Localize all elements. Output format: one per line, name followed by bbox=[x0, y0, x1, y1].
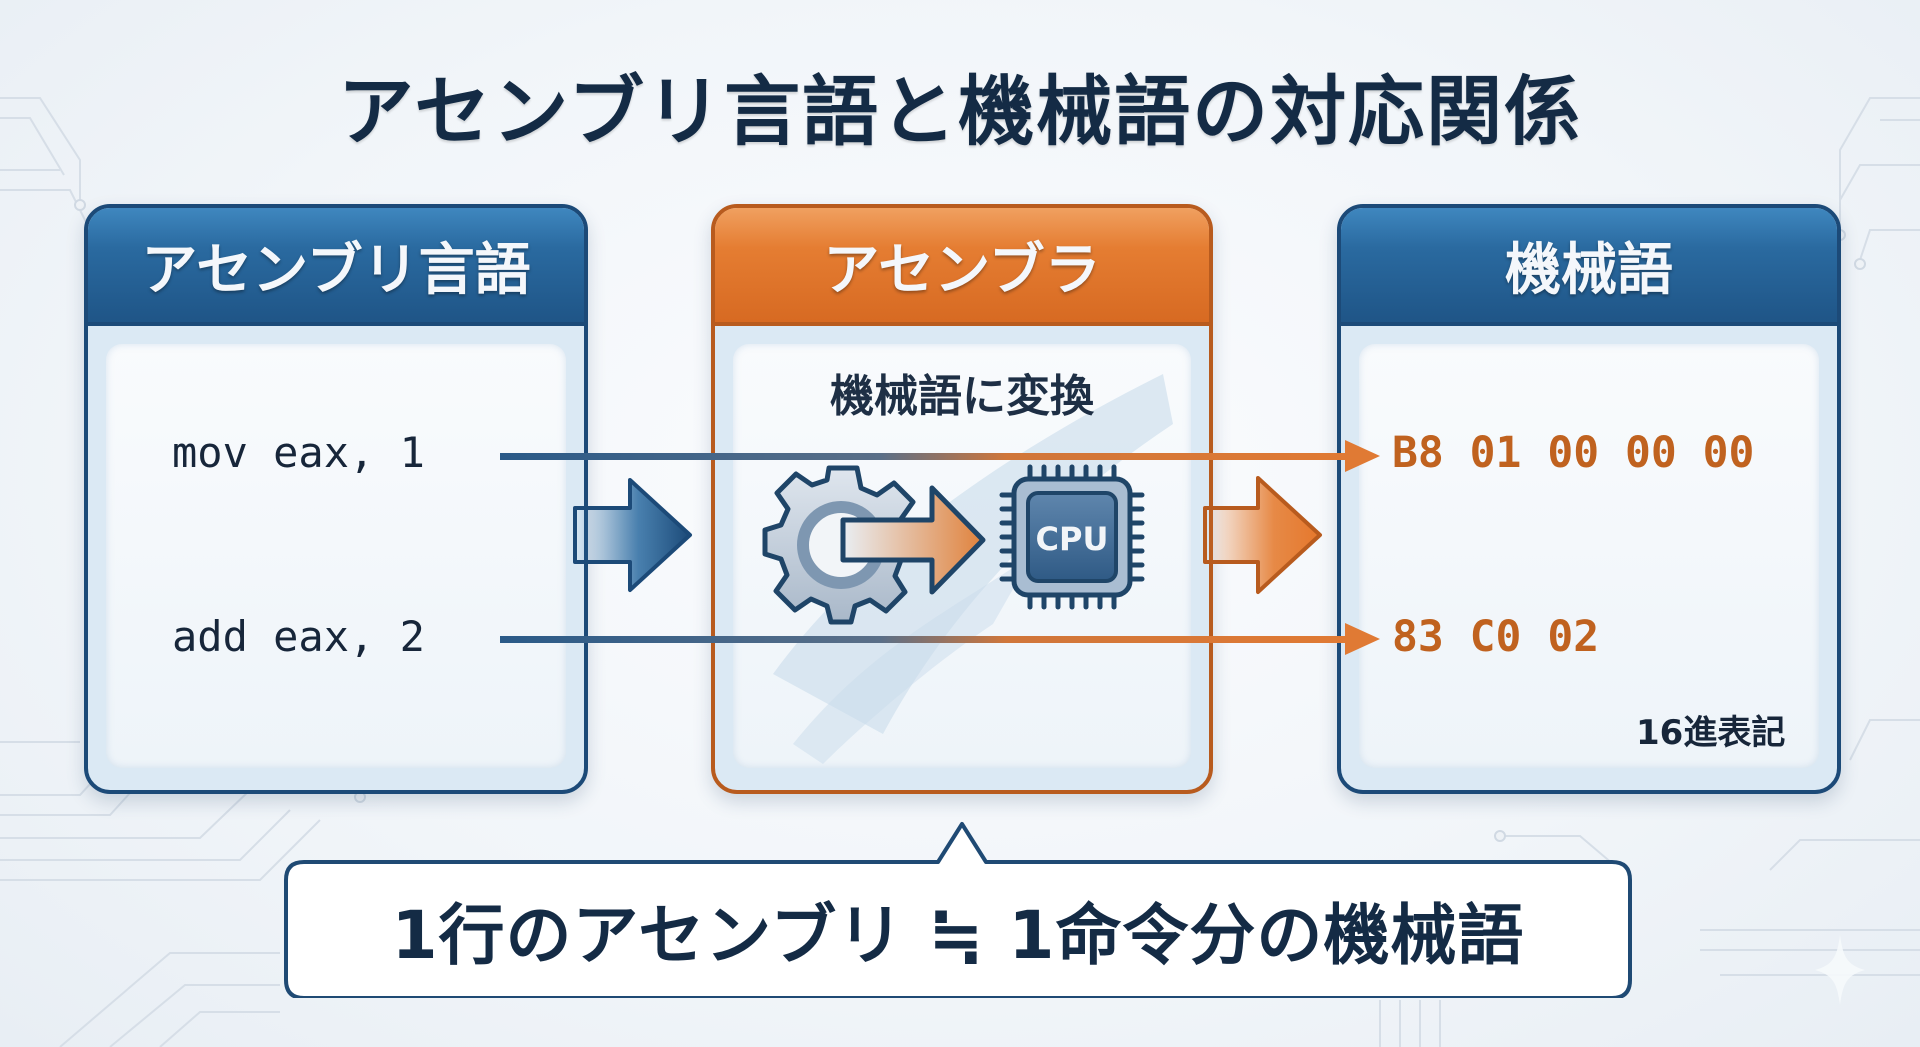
machine-code-header: 機械語 bbox=[1341, 208, 1837, 326]
assembly-language-header: アセンブリ言語 bbox=[88, 208, 584, 326]
convert-to-machine-code-label: 機械語に変換 bbox=[830, 371, 1094, 422]
callout-frame bbox=[284, 822, 1632, 998]
summary-text: 1行のアセンブリ ≒ 1命令分の機械語 bbox=[391, 897, 1525, 974]
assembler-header: アセンブラ bbox=[715, 208, 1209, 326]
assembly-language-panel: アセンブリ言語 bbox=[84, 204, 588, 794]
machine-code-body bbox=[1359, 344, 1819, 768]
machine-code-panel: 機械語 bbox=[1337, 204, 1841, 794]
page-title: アセンブリ言語と機械語の対応関係 bbox=[337, 67, 1583, 156]
summary-callout: 1行のアセンブリ ≒ 1命令分の機械語 bbox=[282, 822, 1634, 1000]
assembly-language-body bbox=[106, 344, 566, 768]
hex-notation-note: 16進表記 bbox=[1636, 713, 1786, 753]
assembly-line-2: add eax, 2 bbox=[172, 612, 425, 661]
machine-code-line-2: 83 C0 02 bbox=[1392, 612, 1600, 662]
machine-code-line-1: B8 01 00 00 00 bbox=[1392, 428, 1755, 478]
sparkle-icon bbox=[1815, 935, 1865, 1005]
assembly-line-1: mov eax, 1 bbox=[172, 428, 425, 477]
assembler-panel: アセンブラ bbox=[711, 204, 1213, 794]
